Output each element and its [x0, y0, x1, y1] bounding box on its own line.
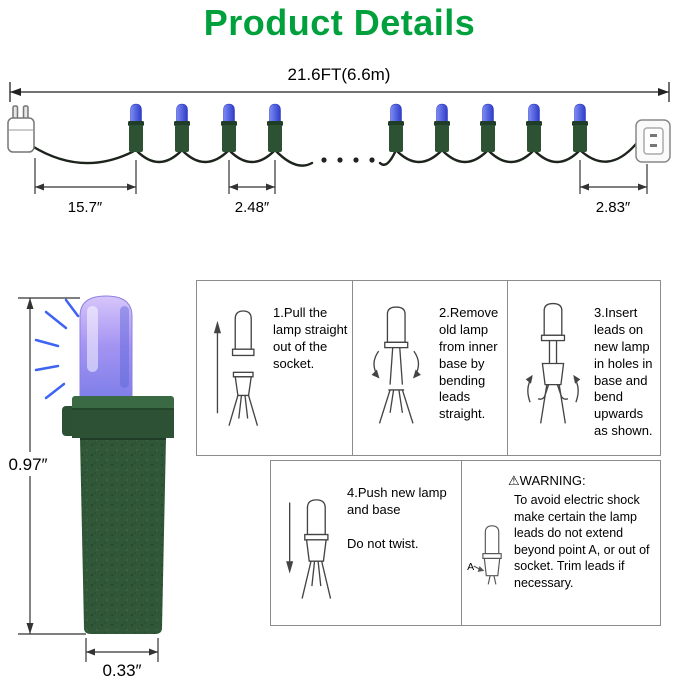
dimension-bulb-height: 0.97″ [4, 297, 86, 635]
step-2-illustration [371, 306, 421, 424]
warning-title: ⚠WARNING: [508, 473, 586, 488]
instruction-panel-3: 3.Insert leads on new lamp in holes in b… [507, 280, 661, 456]
step-4-illustration [286, 499, 332, 599]
dimension-bulb-spacing: 2.48″ [228, 160, 276, 216]
step-1-illustration [213, 310, 259, 426]
dimension-total-length: 21.6FT(6.6m) [9, 65, 670, 102]
page-title: Product Details [203, 2, 476, 43]
bulb-icon [266, 103, 284, 153]
svg-text:2.83″: 2.83″ [596, 199, 631, 216]
bulb-icon [433, 103, 451, 153]
svg-text:2.48″: 2.48″ [235, 199, 270, 216]
instruction-panel-2: 2.Remove old lamp from inner base by ben… [352, 280, 508, 456]
dimension-bulb-width: 0.33″ [85, 638, 159, 680]
socket-illustration [62, 396, 174, 634]
svg-text:0.33″: 0.33″ [102, 661, 141, 680]
light-bulbs [127, 103, 589, 153]
bulb-icon [173, 103, 191, 153]
step-3-text: 3.Insert leads on new lamp in holes in b… [594, 305, 653, 439]
svg-text:0.97″: 0.97″ [8, 455, 47, 474]
plug-icon [7, 105, 35, 153]
instruction-panel-4: 4.Push new lamp and base Do not twist. [270, 460, 462, 626]
warning-point-label: A [467, 561, 475, 573]
step-1-text: 1.Pull the lamp straight out of the sock… [273, 305, 348, 371]
glow-rays-icon [34, 298, 80, 400]
step-3-illustration [525, 302, 581, 424]
warning-text: To avoid electric shock make certain the… [514, 493, 650, 590]
dimension-plug-to-first-bulb: 15.7″ [34, 158, 137, 216]
total-length-label: 21.6FT(6.6m) [288, 65, 391, 84]
bulb-icon [220, 103, 238, 153]
bulb-icon [571, 103, 589, 153]
lamp-illustration [79, 295, 133, 399]
string-lights-diagram: 21.6FT(6.6m) [7, 65, 671, 216]
step-2-text: 2.Remove old lamp from inner base by ben… [439, 305, 499, 422]
bulb-icon [479, 103, 497, 153]
dimension-last-bulb-to-end: 2.83″ [579, 160, 648, 216]
continuation-dots [321, 157, 375, 163]
warning-panel: ⚠WARNING: To avoid electric shock make c… [461, 460, 661, 626]
instruction-panel-1: 1.Pull the lamp straight out of the sock… [196, 280, 353, 456]
end-connector-icon [635, 119, 671, 163]
bulb-detail-diagram: 0.97″ 0.33″ [4, 295, 174, 680]
svg-text:15.7″: 15.7″ [68, 199, 103, 216]
bulb-icon [127, 103, 145, 153]
wire [30, 142, 638, 167]
warning-illustration: A [467, 525, 502, 585]
bulb-icon [387, 103, 405, 153]
step-4-text: 4.Push new lamp and base Do not twist. [347, 485, 447, 551]
bulb-icon [525, 103, 543, 153]
